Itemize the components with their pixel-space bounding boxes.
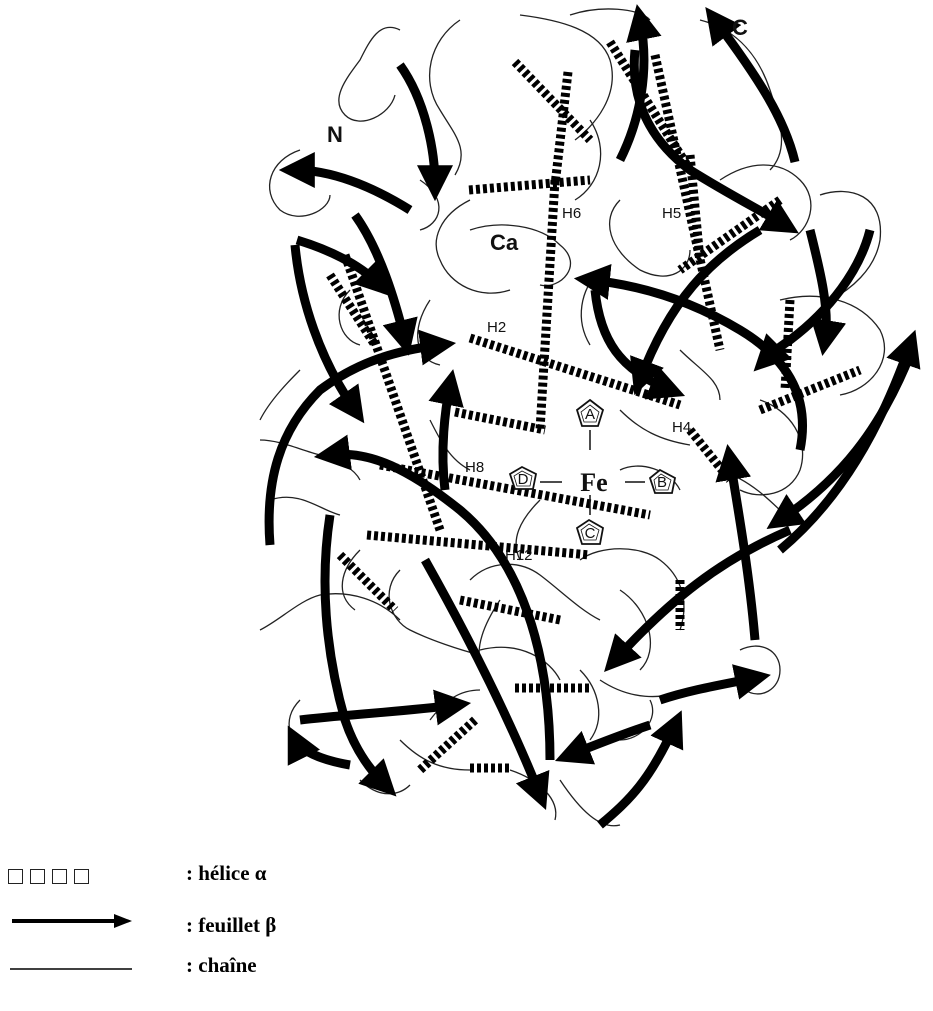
legend-chain-label: : chaîne <box>186 953 257 977</box>
legend-helix-row: : hélice α <box>0 855 600 895</box>
line-legend-icon <box>10 968 132 970</box>
legend-sheet-row: : feuillet β <box>0 899 600 939</box>
legend-chain-row: : chaîne <box>0 947 600 987</box>
diagram-labels: N C Ca H2 H4 H5 H6 H8 H12 <box>327 15 748 564</box>
calcium-label: Ca <box>490 230 519 255</box>
n-terminus-label: N <box>327 122 343 147</box>
helix-h6-label: H6 <box>562 205 581 222</box>
beta-strands <box>264 4 921 829</box>
helix-h12-label: H12 <box>505 547 533 564</box>
ring-c-label: C <box>585 525 596 542</box>
heme-cofactor: A B C D Fe <box>508 398 677 545</box>
helix-h5-label: H5 <box>662 205 681 222</box>
arrow-legend-icon <box>12 914 132 928</box>
ring-a-label: A <box>585 406 595 423</box>
coil-chains <box>259 8 886 827</box>
iron-label: Fe <box>580 468 607 497</box>
legend-sheet-label: : feuillet β <box>186 913 277 937</box>
legend: : hélice α : feuillet β : chaîne <box>0 855 600 1005</box>
c-terminus-label: C <box>732 15 748 40</box>
helix-legend-icon <box>8 859 133 889</box>
ring-b-label: B <box>657 474 667 491</box>
helix-h4-label: H4 <box>672 419 691 436</box>
helix-h2-label: H2 <box>487 319 506 336</box>
helix-h8-label: H8 <box>465 459 484 476</box>
protein-topology-diagram: A B C D Fe N C Ca H2 H4 H5 H6 H8 H12 <box>259 4 921 829</box>
legend-helix-label: : hélice α <box>186 861 267 885</box>
ring-d-label: D <box>518 471 529 488</box>
